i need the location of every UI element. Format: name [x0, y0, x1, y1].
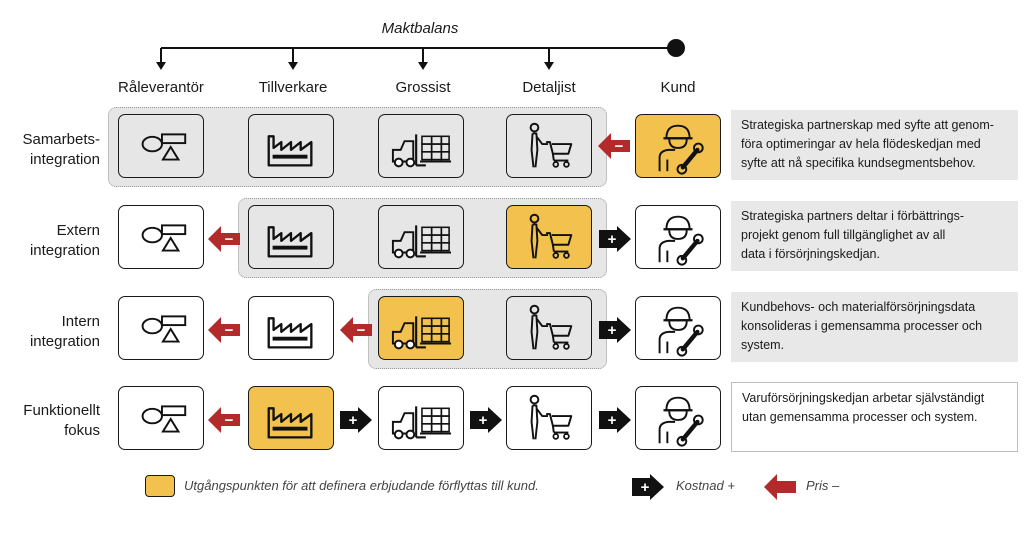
shopper-cart-icon [529, 213, 573, 260]
column-header-detaljist: Detaljist [522, 79, 576, 96]
diagram-title: Maktbalans [381, 20, 459, 37]
description-row4: Varuförsörjningskedjan arbetar självstän… [731, 382, 1018, 452]
kund-box-row2 [635, 205, 721, 269]
column-header-raleverantor: Råleverantör [118, 79, 204, 96]
shopper-cart-icon [529, 122, 573, 169]
factory-icon [267, 135, 313, 167]
description-row3: Kundbehovs- och materialförsörjningsdata… [731, 292, 1018, 362]
cost-arrow-row4a: + [340, 407, 372, 433]
grossist-box-row4 [378, 386, 464, 450]
tillverkare-box-row2 [248, 205, 334, 269]
column-header-grossist: Grossist [395, 79, 451, 96]
power-balance-axis [156, 39, 685, 70]
description-row1: Strategiska partnerskap med syfte att ge… [731, 110, 1018, 180]
detaljist-box-row2 [506, 205, 592, 269]
svg-text:+: + [641, 479, 650, 496]
worker-wrench-icon [636, 387, 720, 449]
price-arrow-row1: − [598, 133, 630, 159]
raleverantor-box-row1 [118, 114, 204, 178]
legend-yellow-swatch [145, 475, 175, 497]
worker-wrench-icon [636, 206, 720, 268]
shopper-cart-icon [529, 394, 573, 441]
cost-arrow-row4c: + [599, 407, 631, 433]
legend-price-text: Pris – [806, 478, 840, 493]
raleverantor-box-row3 [118, 296, 204, 360]
material-shapes-icon [141, 405, 187, 433]
svg-text:−: − [225, 322, 234, 339]
raleverantor-box-row4 [118, 386, 204, 450]
grossist-box-row1 [378, 114, 464, 178]
column-header-tillverkare: Tillverkare [258, 79, 328, 96]
material-shapes-icon [141, 315, 187, 343]
kund-box-row4 [635, 386, 721, 450]
shopper-cart-icon [529, 304, 573, 351]
column-header-kund: Kund [660, 79, 696, 96]
price-arrow-row2: − [208, 226, 240, 252]
cost-arrow-row4b: + [470, 407, 502, 433]
worker-wrench-icon [636, 297, 720, 359]
legend-yellow-text: Utgångspunkten för att definera erbjudan… [184, 478, 539, 493]
tillverkare-box-row4 [248, 386, 334, 450]
price-arrow-row4: − [208, 407, 240, 433]
svg-text:−: − [357, 322, 366, 339]
tillverkare-box-row3 [248, 296, 334, 360]
description-row2: Strategiska partners deltar i förbättrin… [731, 201, 1018, 271]
svg-text:−: − [615, 138, 624, 155]
detaljist-box-row3 [506, 296, 592, 360]
grossist-box-row2 [378, 205, 464, 269]
legend-cost-arrow: + [632, 474, 664, 500]
detaljist-box-row1 [506, 114, 592, 178]
material-shapes-icon [141, 224, 187, 252]
detaljist-box-row4 [506, 386, 592, 450]
price-arrow-row3a: − [208, 317, 240, 343]
legend-cost-text: Kostnad + [676, 478, 735, 493]
forklift-pallet-icon [391, 405, 453, 440]
svg-text:−: − [225, 231, 234, 248]
cost-arrow-row3: + [599, 317, 631, 343]
factory-icon [267, 317, 313, 349]
raleverantor-box-row2 [118, 205, 204, 269]
forklift-pallet-icon [391, 315, 453, 350]
svg-text:+: + [608, 231, 617, 248]
row-label-samarbetsintegration: Samarbets-integration [22, 131, 100, 168]
forklift-pallet-icon [391, 224, 453, 259]
svg-text:+: + [479, 412, 488, 429]
cost-arrow-row2: + [599, 226, 631, 252]
svg-text:+: + [349, 412, 358, 429]
worker-wrench-icon [636, 115, 720, 177]
price-arrow-row3b: − [340, 317, 372, 343]
svg-text:−: − [225, 412, 234, 429]
factory-icon [267, 407, 313, 439]
svg-text:+: + [608, 412, 617, 429]
tillverkare-box-row1 [248, 114, 334, 178]
grossist-box-row3 [378, 296, 464, 360]
legend-price-arrow [764, 474, 796, 500]
forklift-pallet-icon [391, 133, 453, 168]
kund-box-row1 [635, 114, 721, 178]
factory-icon [267, 226, 313, 258]
material-shapes-icon [141, 133, 187, 161]
svg-text:+: + [608, 322, 617, 339]
kund-box-row3 [635, 296, 721, 360]
